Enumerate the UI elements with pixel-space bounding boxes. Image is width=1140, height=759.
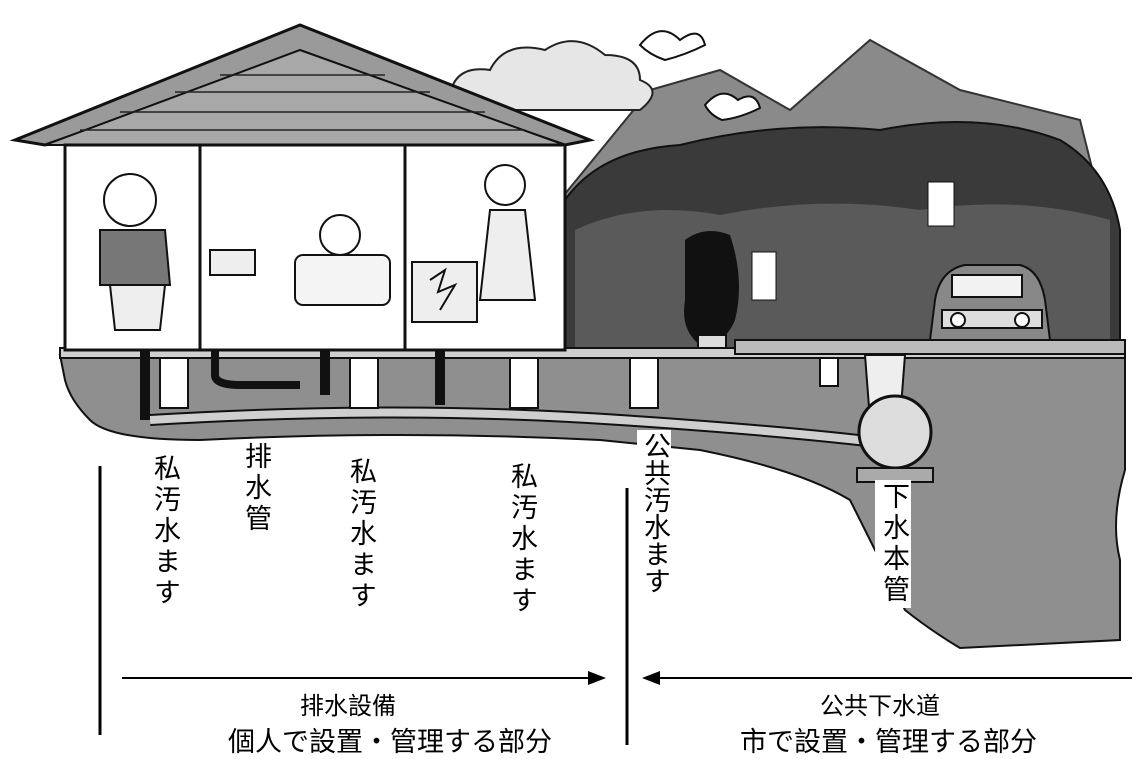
public-arrow xyxy=(642,671,1132,685)
public-masu-label: 公共汚水ます xyxy=(637,430,671,596)
clouds xyxy=(445,40,654,111)
private-section-name: 排水設備 xyxy=(300,692,396,720)
sewer-main-label: 下水本管 xyxy=(875,480,911,608)
private-masu-label-3: 私汚水ます xyxy=(503,460,539,619)
car xyxy=(928,264,1052,341)
private-section-description: 個人で設置・管理する部分 xyxy=(228,727,552,758)
house xyxy=(9,23,596,352)
private-arrow xyxy=(122,671,606,685)
birds xyxy=(638,30,762,122)
public-section-description: 市で設置・管理する部分 xyxy=(740,727,1037,758)
public-section-name: 公共下水道 xyxy=(820,692,940,720)
private-masu-label-1: 私汚水ます xyxy=(146,452,182,611)
private-masu-label-2: 私汚水ます xyxy=(342,455,378,614)
drain-pipes xyxy=(140,350,934,483)
drain-pipe-label: 排水管 xyxy=(237,440,273,537)
